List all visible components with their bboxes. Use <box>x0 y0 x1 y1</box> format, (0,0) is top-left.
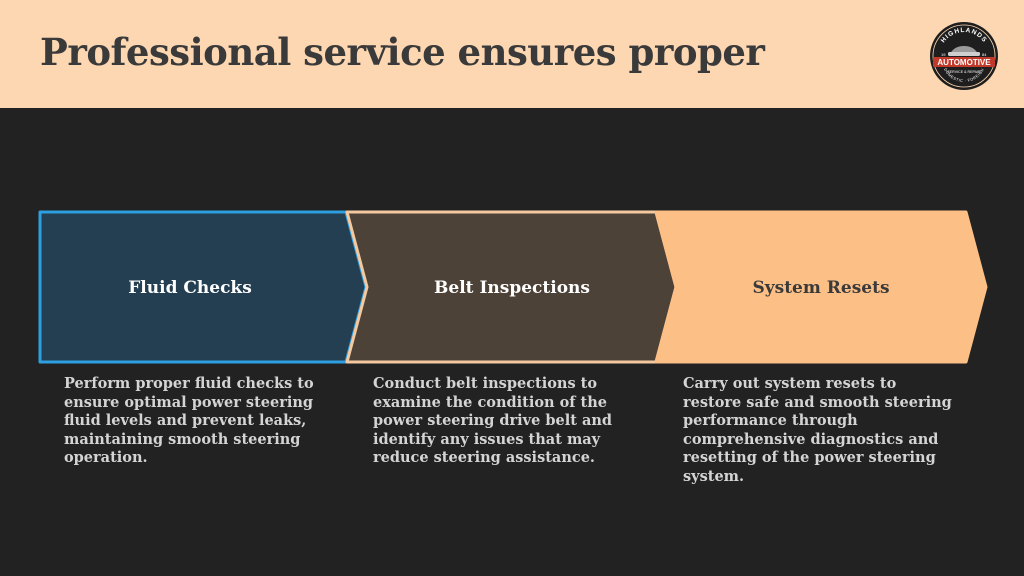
logo-right-mark: 84 <box>982 52 987 57</box>
step-description-fluid-checks: Perform proper fluid checks to ensure op… <box>64 375 314 466</box>
header-bar: Professional service ensures proper HIGH… <box>0 0 1024 108</box>
step-label-fluid-checks: Fluid Checks <box>128 278 252 298</box>
step-description-system-resets: Carry out system resets to restore safe … <box>683 375 952 485</box>
step-description-belt-inspections: Conduct belt inspections to examine the … <box>373 375 613 466</box>
highlands-automotive-logo: HIGHLANDS 19 84 AUTOMOTIVE SERVICE & REP… <box>930 22 998 90</box>
logo-left-mark: 19 <box>941 52 946 57</box>
step-chevron-system-resets <box>654 210 988 364</box>
page-title: Professional service ensures proper <box>40 30 765 74</box>
logo-sub-text: SERVICE & REPAIR <box>947 70 981 74</box>
logo-band-text: AUTOMOTIVE <box>937 58 991 67</box>
step-label-system-resets: System Resets <box>752 278 890 298</box>
step-label-belt-inspections: Belt Inspections <box>434 278 590 298</box>
